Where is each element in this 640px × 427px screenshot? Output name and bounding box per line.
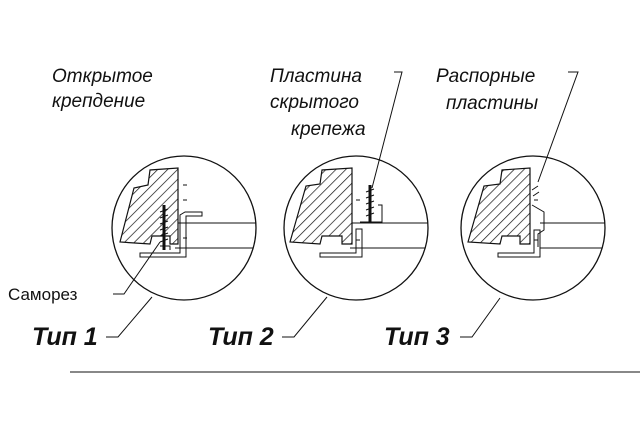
leader-type1 — [106, 296, 153, 338]
leader-screw — [113, 241, 161, 295]
leader-type3 — [460, 297, 501, 338]
label-plate-line1: Пластина — [270, 66, 362, 87]
label-type1: Тип 1 — [32, 323, 98, 351]
label-plate-line3: крепежа — [291, 119, 366, 140]
label-spacer-line2: пластины — [446, 93, 538, 114]
label-open-mount-line1: Открытое — [52, 66, 153, 87]
leader-type2 — [282, 296, 328, 338]
label-plate-line2: скрытого — [270, 92, 359, 113]
detail-type2 — [283, 155, 429, 301]
leader-plate — [371, 71, 403, 189]
label-type2: Тип 2 — [208, 323, 274, 351]
leader-spacer — [537, 71, 579, 183]
detail-type3 — [460, 155, 606, 301]
label-screw: Саморез — [8, 285, 78, 304]
label-spacer-line1: Распорные — [436, 66, 535, 87]
label-open-mount-line2: крепдение — [52, 91, 145, 112]
label-type3: Тип 3 — [384, 323, 450, 351]
detail-type1 — [111, 155, 257, 301]
